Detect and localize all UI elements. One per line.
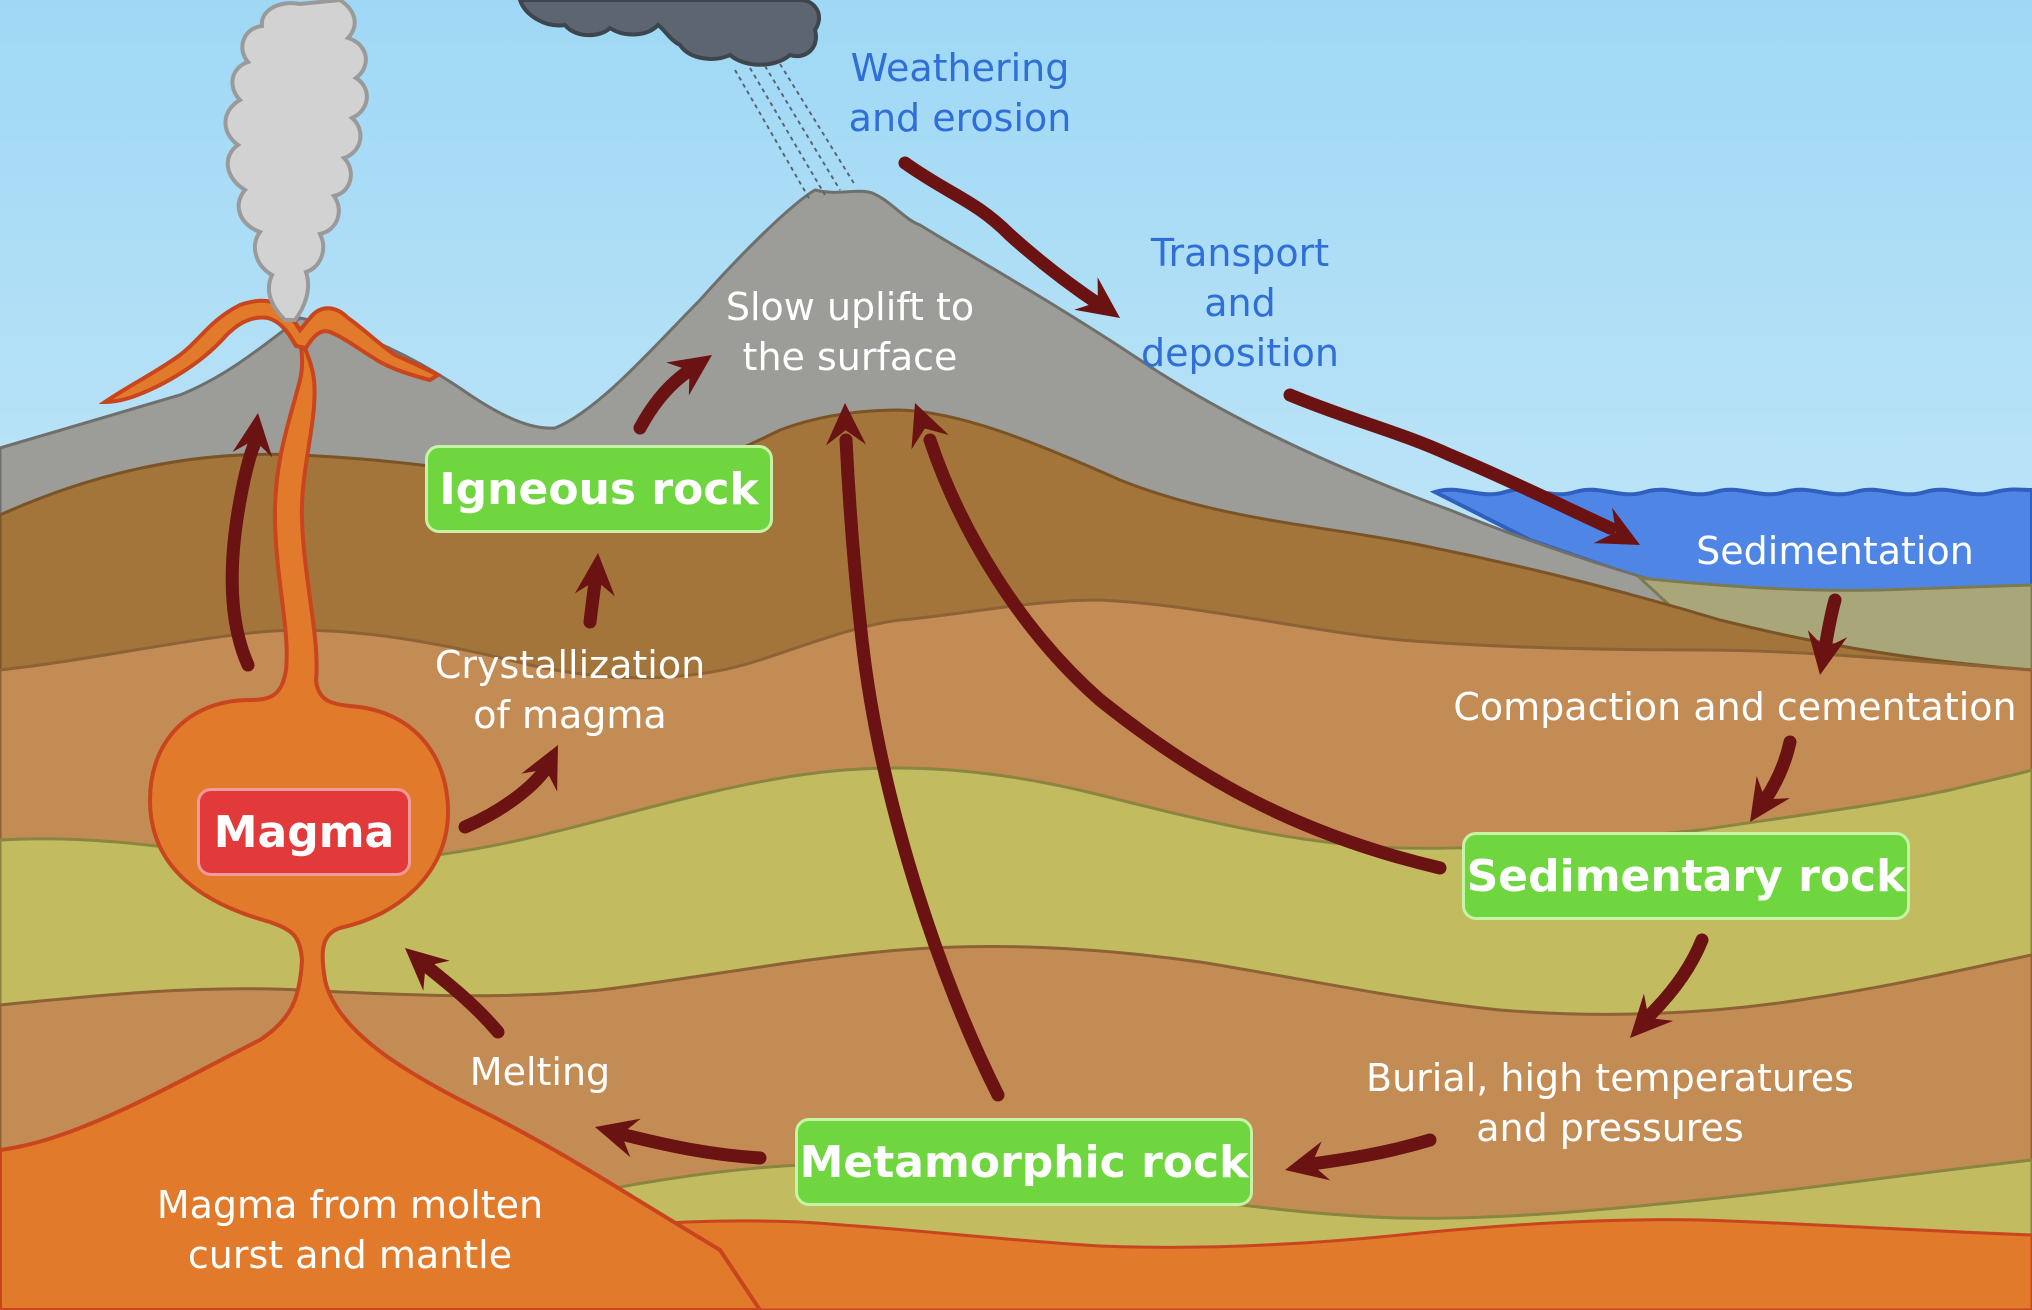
bottom-magma — [498, 1218, 2032, 1310]
cycle-arrows — [225, 156, 1848, 1181]
igneous-rock-box: Igneous rock — [425, 445, 773, 533]
arrow-compaction-to-sedimentary-head — [1750, 775, 1790, 822]
arrow-sedimentary-to-uplift — [923, 433, 1447, 875]
label-compaction: Compaction and cementation — [1453, 685, 2017, 729]
arrow-transport-to-sedimentation — [1283, 388, 1617, 535]
arrow-melting-to-magma-head — [405, 948, 450, 991]
arrow-metamorphic-to-uplift-head — [826, 403, 866, 446]
label-uplift: Slow uplift to the surface — [725, 285, 975, 379]
magma-box: Magma — [197, 788, 411, 876]
arrow-metamorphic-to-uplift — [839, 433, 1005, 1102]
label-transport: Transport and deposition — [1140, 231, 1339, 375]
arrow-sedimentary-to-burial — [1643, 933, 1709, 1022]
arrow-metamorphic-to-melting — [618, 1128, 767, 1165]
arrow-crystallization-to-igneous-head — [574, 553, 615, 597]
storm-cloud — [517, 0, 821, 67]
sedimentary-rock-box: Sedimentary rock — [1462, 832, 1910, 920]
arrow-igneous-to-uplift-head — [666, 355, 712, 396]
arrow-magma-to-crystallization — [458, 763, 552, 834]
arrow-sedimentation-to-compaction-head — [1807, 630, 1848, 675]
arrow-metamorphic-to-melting-head — [595, 1118, 641, 1158]
arrow-burial-to-metamorphic-head — [1285, 1141, 1331, 1181]
rain-lines — [734, 63, 856, 201]
arrow-weathering-to-transport — [898, 156, 1107, 312]
label-crystallization: Crystallization of magma — [434, 643, 706, 737]
arrow-magma-to-surface-head — [232, 413, 273, 458]
arrow-sedimentation-to-compaction — [1818, 593, 1842, 655]
arrow-magma-to-surface — [225, 438, 261, 672]
label-sedimentation: Sedimentation — [1696, 529, 1974, 573]
arrow-weathering-to-transport-head — [1074, 277, 1120, 318]
volcano-smoke — [223, 0, 369, 322]
arrow-compaction-to-sedimentary — [1758, 735, 1797, 807]
arrow-transport-to-sedimentation-head — [1593, 507, 1640, 545]
label-melting: Melting — [469, 1050, 611, 1094]
arrow-igneous-to-uplift — [633, 363, 697, 435]
metamorphic-rock-box: Metamorphic rock — [795, 1118, 1253, 1206]
arrow-sedimentary-to-uplift-head — [911, 403, 949, 450]
lava-flow — [98, 298, 442, 405]
arrow-melting-to-magma — [418, 958, 505, 1039]
arrow-sedimentary-to-burial-head — [1630, 993, 1674, 1038]
label-burial: Burial, high temperatures and pressures — [1366, 1056, 1854, 1150]
arrow-magma-to-crystallization-head — [521, 745, 558, 792]
arrow-burial-to-metamorphic — [1298, 1133, 1437, 1172]
label-weathering: Weathering and erosion — [848, 46, 1072, 140]
label-magma-source: Magma from molten curst and mantle — [156, 1183, 544, 1277]
